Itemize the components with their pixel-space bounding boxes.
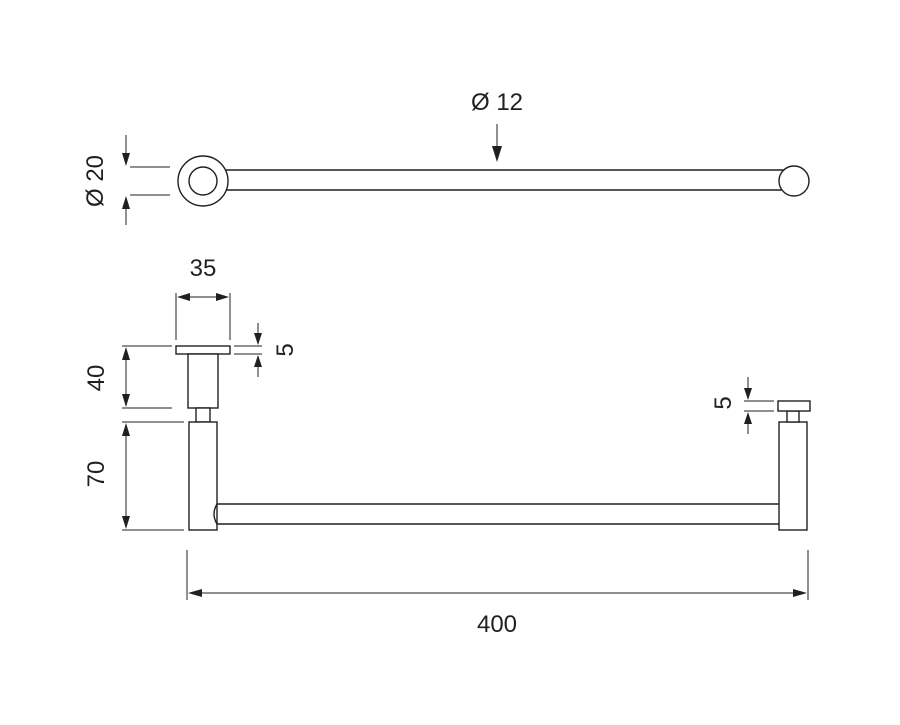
base-dia-arrow-top [122,153,130,166]
mount-height-label: 40 [83,365,110,392]
base-width-label: 35 [190,255,217,282]
arm-height-arrow-bottom [122,516,130,529]
side-bar-left-end [213,503,218,525]
arm-height-arrow-top [122,423,130,436]
right-flange-arrow-bottom [744,412,752,424]
bar-diameter-label: Ø 12 [471,89,523,116]
base-width-arrow-left [177,293,190,301]
left-arm [188,421,218,531]
arm-height-label: 70 [83,461,110,488]
left-flange-arrow-top [254,333,262,345]
top-left-base-inner [188,166,218,196]
top-view: Ø 12 Ø 20 [82,89,810,225]
side-view: 35 5 40 70 5 40 [83,255,811,638]
overall-length-label: 400 [477,611,517,638]
right-flange-plate [777,400,811,412]
left-flange-arrow-bottom [254,355,262,367]
right-arm [778,421,808,531]
base-diameter-label: Ø 20 [82,155,109,207]
right-flange-arrow-top [744,388,752,400]
right-connector [786,410,800,423]
left-flange-thickness-label: 5 [272,343,299,356]
mount-height-arrow-top [122,347,130,360]
left-connector [195,407,211,423]
mount-height-arrow-bottom [122,394,130,407]
left-mount-body [187,353,219,409]
base-dia-arrow-bottom [122,196,130,209]
base-width-arrow-right [216,293,229,301]
top-right-end-cap [778,165,810,197]
overall-length-arrow-right [793,589,807,597]
left-flange-plate [175,345,231,355]
bar-diameter-arrow [492,146,502,162]
right-flange-thickness-label: 5 [710,396,737,409]
overall-length-arrow-left [188,589,202,597]
